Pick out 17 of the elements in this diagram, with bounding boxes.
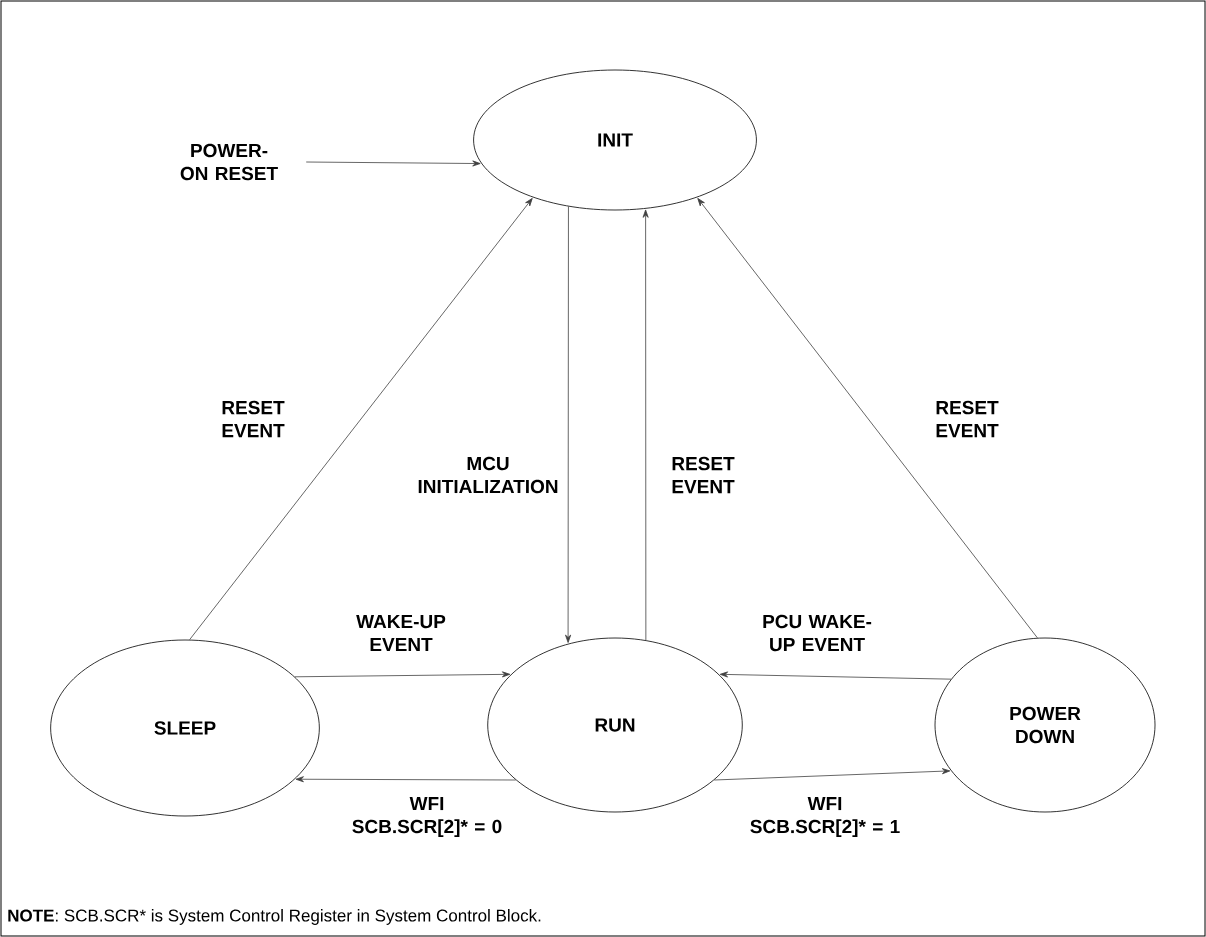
edge-label: MCU INITIALIZATION [412, 455, 564, 495]
edge-label: RESET EVENT [657, 455, 749, 495]
arrow [719, 671, 952, 680]
edge-label: PCU WAKE-UP EVENT [756, 613, 878, 653]
arrow [642, 209, 649, 641]
arrow [305, 160, 481, 167]
edge-label: RESET EVENT [921, 399, 1013, 439]
event-text: POWER-ON RESET [180, 143, 278, 181]
note-text: NOTE: SCB.SCR* is System Control Register in System Control Block. [8, 909, 541, 925]
arrow [565, 206, 572, 643]
arrow [294, 671, 511, 678]
arrow [189, 198, 533, 641]
arrow [713, 768, 951, 781]
edge-label: WAKE-UP EVENT [345, 613, 457, 653]
edge-label: RESET EVENT [207, 399, 299, 439]
arrow [295, 776, 517, 783]
arrow [697, 198, 1038, 639]
